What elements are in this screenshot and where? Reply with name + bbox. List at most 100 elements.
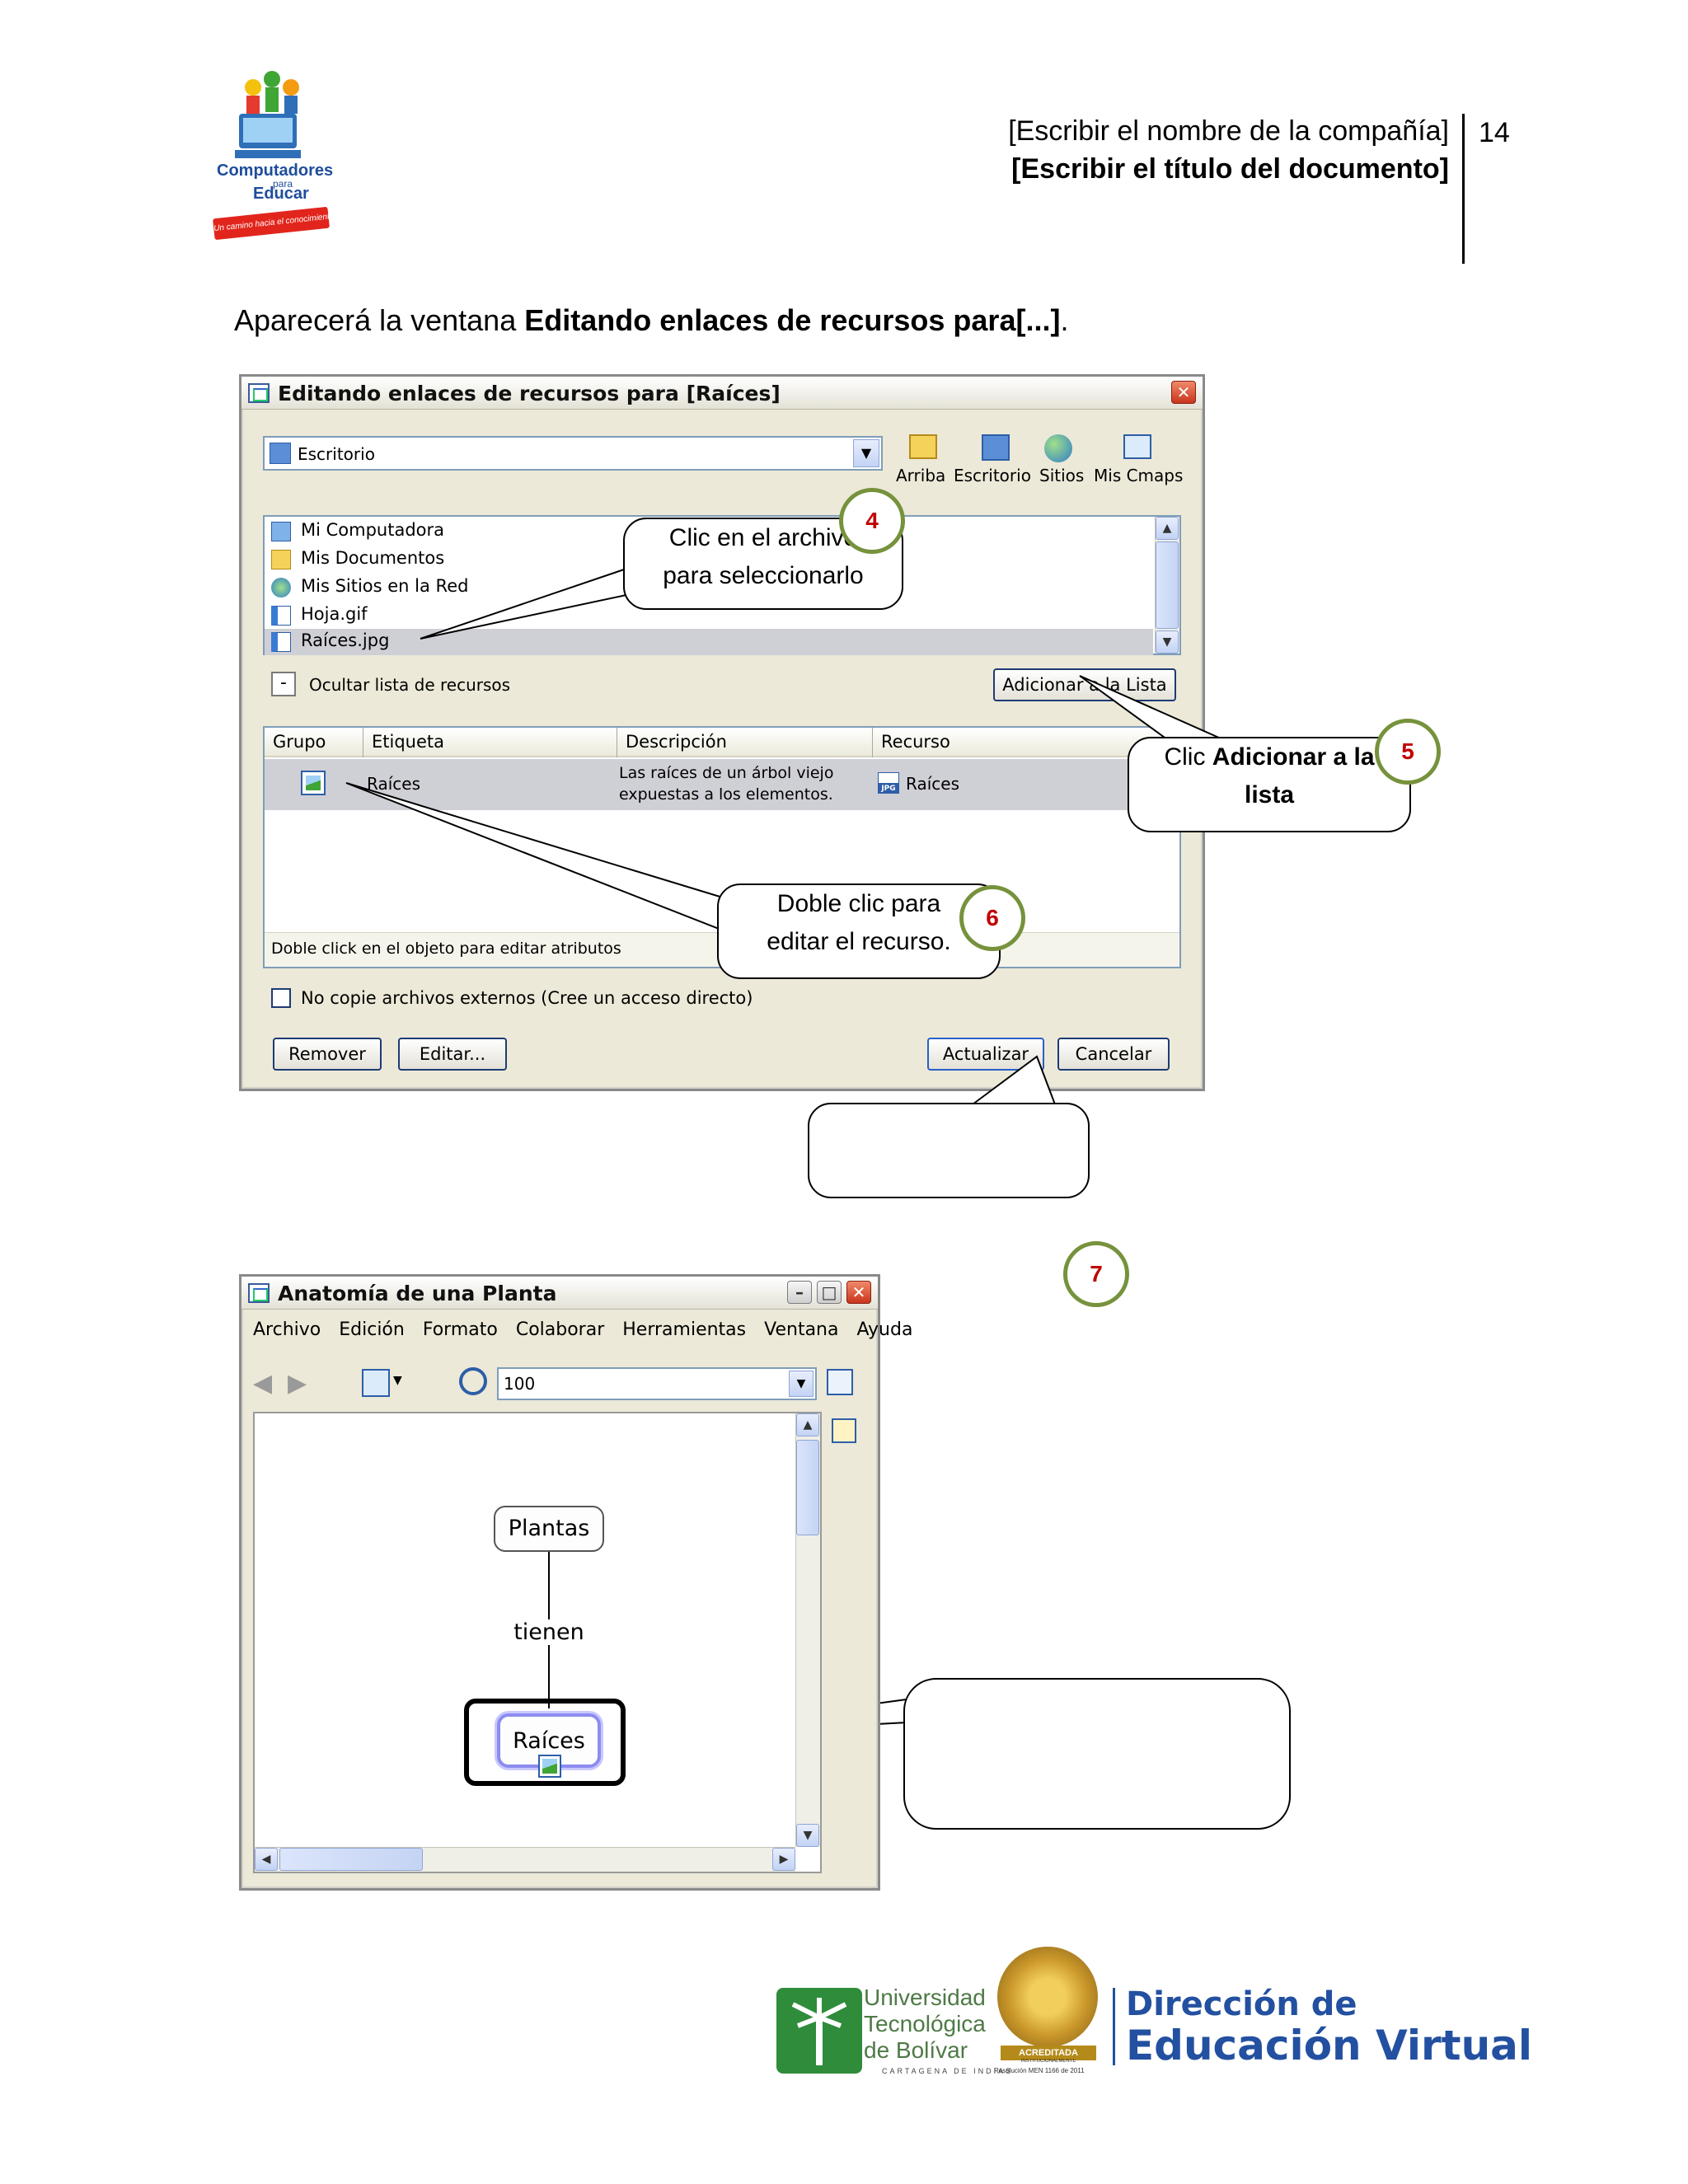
seal-banner: ACREDITADA: [1001, 2046, 1096, 2060]
callout-5: Clic Adicionar a la lista: [1128, 737, 1411, 832]
file-name: Hoja.gif: [301, 604, 368, 624]
menu-archivo[interactable]: Archivo: [253, 1319, 321, 1340]
cmap-app-icon: [248, 383, 270, 403]
desktop-icon: [270, 443, 291, 464]
back-arrow-icon[interactable]: ◀: [253, 1369, 273, 1398]
resource-links-dialog: Editando enlaces de recursos para [Raíce…: [239, 374, 1205, 1091]
toolbar-sites-button[interactable]: Sitios: [1029, 431, 1087, 489]
list-item[interactable]: Mis Documentos: [271, 546, 1013, 573]
linking-phrase[interactable]: tienen: [512, 1619, 586, 1645]
list-item-selected[interactable]: Raíces.jpg: [265, 629, 1153, 655]
no-copy-checkbox[interactable]: [271, 988, 291, 1008]
scroll-left-icon[interactable]: ◀: [255, 1848, 278, 1871]
callout-6: Doble clic para editar el recurso.: [717, 883, 1001, 979]
menu-edicion[interactable]: Edición: [339, 1319, 405, 1340]
computer-icon: [1123, 434, 1151, 459]
logo-text-line3: Educar: [253, 185, 309, 203]
seal-sub: INSTITUCIONALMENTE: [1020, 2059, 1076, 2064]
dialog-title: Editando enlaces de recursos para [Raíce…: [278, 382, 781, 405]
view-options-icon[interactable]: [362, 1369, 390, 1397]
desktop-icon: [982, 434, 1010, 461]
maximize-icon[interactable]: □: [817, 1281, 842, 1304]
minimize-icon[interactable]: –: [787, 1281, 812, 1304]
logo-text-line2: para: [273, 178, 293, 190]
file-name: Mis Sitios en la Red: [301, 576, 469, 596]
resource-image-icon[interactable]: [538, 1755, 561, 1778]
scroll-down-icon[interactable]: ▼: [796, 1824, 819, 1847]
toolbar-desktop-button[interactable]: Escritorio: [947, 431, 1038, 489]
callout-4-line1: Clic en el archivo: [668, 524, 858, 551]
canvas-v-scrollbar[interactable]: ▲ ▼: [795, 1413, 820, 1847]
scroll-up-icon[interactable]: ▲: [796, 1413, 819, 1436]
no-copy-label: No copie archivos externos (Cree un acce…: [301, 988, 753, 1008]
table-row[interactable]: Raíces Las raíces de un árbol viejo expu…: [265, 759, 1179, 810]
menu-formato[interactable]: Formato: [422, 1319, 498, 1340]
cancel-button[interactable]: Cancelar: [1057, 1038, 1170, 1071]
update-button[interactable]: Actualizar: [927, 1038, 1044, 1071]
toolbar-mycmaps-button[interactable]: Mis Cmaps: [1090, 431, 1184, 489]
step-4-badge: 4: [839, 488, 905, 554]
header-company: [Escribir el nombre de la compañía]: [1008, 115, 1449, 147]
list-item[interactable]: Mis Sitios en la Red: [271, 574, 1013, 601]
scroll-thumb[interactable]: [1156, 541, 1179, 629]
step-7-badge: 7: [1063, 1241, 1129, 1307]
chevron-down-icon[interactable]: ▼: [789, 1371, 814, 1397]
toolbar-up-label: Arriba: [896, 466, 946, 485]
location-combo[interactable]: Escritorio ▼: [263, 436, 883, 471]
accreditation-seal: [997, 1947, 1098, 2047]
menu-ayuda[interactable]: Ayuda: [856, 1319, 913, 1340]
scroll-thumb[interactable]: [796, 1440, 819, 1535]
close-icon[interactable]: ✕: [846, 1281, 871, 1304]
chevron-down-icon[interactable]: ▼: [853, 439, 879, 467]
intro-suffix: .: [1060, 303, 1069, 337]
dev-line1: Dirección de: [1126, 1985, 1357, 2023]
toolbar-mycmaps-label: Mis Cmaps: [1094, 466, 1184, 485]
col-resource-header[interactable]: Recurso: [881, 732, 950, 752]
col-group-header[interactable]: Grupo: [265, 728, 363, 757]
col-label-header[interactable]: Etiqueta: [363, 728, 617, 757]
computadores-para-educar-logo: Computadores para Educar Un camino hacia…: [210, 64, 334, 241]
intro-text: Aparecerá la ventana: [234, 303, 525, 337]
utb-line2: Tecnológica: [864, 2011, 986, 2036]
zoom-combo[interactable]: 100 ▼: [497, 1367, 817, 1400]
hide-resources-toggle[interactable]: -: [271, 672, 296, 696]
menu-herramientas[interactable]: Herramientas: [622, 1319, 747, 1340]
dev-line2: Educación Virtual: [1126, 2022, 1533, 2069]
collaboration-icon[interactable]: [832, 1418, 856, 1443]
cmap-titlebar[interactable]: Anatomía de una Planta – □ ✕: [241, 1277, 878, 1310]
callout-4-pointer: [420, 567, 627, 640]
step-5-badge: 5: [1375, 719, 1441, 785]
documents-folder-icon: [271, 550, 291, 569]
menu-ventana[interactable]: Ventana: [764, 1319, 839, 1340]
list-item[interactable]: Hoja.gif: [271, 602, 1013, 629]
forward-arrow-icon[interactable]: ▶: [288, 1369, 307, 1398]
close-icon[interactable]: ✕: [1171, 381, 1196, 404]
remove-button[interactable]: Remover: [273, 1038, 382, 1071]
menu-colaborar[interactable]: Colaborar: [515, 1319, 605, 1340]
edit-button[interactable]: Editar...: [398, 1038, 507, 1071]
col-description-header[interactable]: Descripción: [617, 728, 873, 757]
callout-6-pointer: [345, 782, 726, 933]
cmap-canvas[interactable]: ▲ ▼ ◀ ▶ Plantas tienen Raíces: [253, 1412, 822, 1873]
scroll-right-icon[interactable]: ▶: [772, 1848, 795, 1871]
folder-up-icon: [909, 434, 937, 459]
file-name: Mi Computadora: [301, 520, 445, 540]
canvas-h-scrollbar[interactable]: ◀ ▶: [255, 1847, 795, 1872]
table-hint: Doble click en el objeto para editar atr…: [271, 940, 621, 958]
concept-plantas[interactable]: Plantas: [494, 1506, 604, 1552]
scroll-up-icon[interactable]: ▲: [1156, 517, 1179, 540]
scroll-down-icon[interactable]: ▼: [1156, 630, 1179, 654]
file-name: Mis Documentos: [301, 548, 445, 568]
scroll-thumb[interactable]: [279, 1848, 423, 1871]
file-list-scrollbar[interactable]: ▲ ▼: [1155, 517, 1179, 654]
callout-5-prefix: Clic: [1164, 743, 1212, 771]
chevron-down-icon[interactable]: ▼: [393, 1374, 402, 1387]
dialog-titlebar[interactable]: Editando enlaces de recursos para [Raíce…: [241, 377, 1203, 410]
toolbar-desktop-label: Escritorio: [954, 466, 1031, 485]
toolbar-up-button[interactable]: Arriba: [889, 431, 955, 489]
toolbar-sites-label: Sitios: [1039, 466, 1085, 485]
list-item[interactable]: Mi Computadora: [271, 518, 1013, 545]
file-list[interactable]: Mi Computadora Mis Documentos Mis Sitios…: [263, 515, 1181, 655]
format-style-icon[interactable]: [827, 1369, 853, 1395]
zoom-icon[interactable]: [459, 1367, 487, 1395]
